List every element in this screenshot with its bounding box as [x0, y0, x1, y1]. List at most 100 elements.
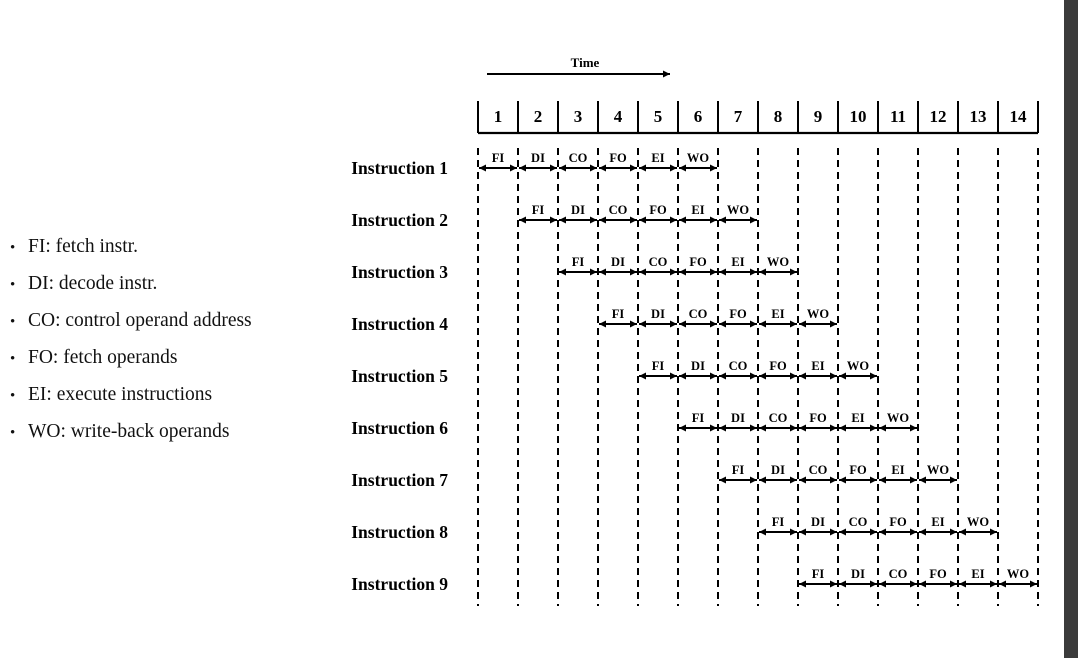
- stage-label: FO: [809, 411, 827, 425]
- stage-label: EI: [651, 151, 664, 165]
- legend-item-label: EI: execute instructions: [28, 384, 213, 405]
- time-slot-label: 4: [614, 107, 623, 126]
- legend-item-label: DI: decode instr.: [28, 273, 158, 294]
- stage-label: FI: [732, 463, 745, 477]
- time-slot-label: 14: [1010, 107, 1028, 126]
- stage-label: FO: [729, 307, 747, 321]
- time-slot-label: 9: [814, 107, 823, 126]
- instruction-label: Instruction 5: [351, 366, 448, 386]
- stage-label: FO: [609, 151, 627, 165]
- stage-label: WO: [927, 463, 950, 477]
- instruction-rows: Instruction 1 FI DI CO FO EI WO Instruction 2 FI…: [351, 151, 1037, 594]
- stage-label: WO: [967, 515, 990, 529]
- instruction-label: Instruction 1: [351, 158, 448, 178]
- time-slot-label: 10: [850, 107, 867, 126]
- legend-item: •EI: execute instructions: [10, 384, 213, 405]
- legend-item-label: WO: write-back operands: [28, 421, 230, 442]
- stage-label: CO: [769, 411, 788, 425]
- stage-label: CO: [569, 151, 588, 165]
- time-axis-indicator: Time: [487, 55, 670, 78]
- stage-label: CO: [649, 255, 668, 269]
- time-slot-label: 12: [930, 107, 947, 126]
- stage-label: FI: [652, 359, 665, 373]
- stage-label: CO: [889, 567, 908, 581]
- stage-label: DI: [531, 151, 545, 165]
- stage-label: FI: [492, 151, 505, 165]
- legend-item: •CO: control operand address: [10, 310, 252, 331]
- instruction-label: Instruction 3: [351, 262, 448, 282]
- stage-label: DI: [851, 567, 865, 581]
- time-slot-label: 2: [534, 107, 543, 126]
- stage-label: FI: [612, 307, 625, 321]
- stage-label: DI: [731, 411, 745, 425]
- stage-legend: •FI: fetch instr. •DI: decode instr. •CO…: [10, 229, 252, 451]
- legend-item: •FO: fetch operands: [10, 347, 178, 368]
- stage-label: FO: [849, 463, 867, 477]
- stage-label: CO: [809, 463, 828, 477]
- time-slot-label: 6: [694, 107, 703, 126]
- stage-label: WO: [687, 151, 710, 165]
- stage-label: EI: [731, 255, 744, 269]
- time-label: Time: [571, 55, 600, 70]
- stage-label: DI: [611, 255, 625, 269]
- instruction-row: Instruction 4 FI DI CO FO EI WO: [351, 307, 837, 334]
- stage-label: CO: [729, 359, 748, 373]
- stage-label: EI: [691, 203, 704, 217]
- stage-label: WO: [807, 307, 830, 321]
- instruction-row: Instruction 3 FI DI CO FO EI WO: [351, 255, 797, 282]
- stage-label: FI: [692, 411, 705, 425]
- stage-label: DI: [811, 515, 825, 529]
- legend-item-label: CO: control operand address: [28, 310, 252, 331]
- time-slot-label: 8: [774, 107, 783, 126]
- time-slot-label: 3: [574, 107, 583, 126]
- stage-label: FO: [889, 515, 907, 529]
- stage-label: EI: [771, 307, 784, 321]
- legend-item: •FI: fetch instr.: [10, 236, 138, 257]
- stage-label: EI: [971, 567, 984, 581]
- stage-label: FO: [769, 359, 787, 373]
- stage-label: CO: [609, 203, 628, 217]
- legend-item: •WO: write-back operands: [10, 421, 230, 442]
- stage-label: WO: [887, 411, 910, 425]
- scrollbar[interactable]: [1064, 0, 1078, 658]
- stage-label: DI: [571, 203, 585, 217]
- stage-label: EI: [891, 463, 904, 477]
- stage-label: FO: [649, 203, 667, 217]
- stage-label: WO: [847, 359, 870, 373]
- instruction-row: Instruction 9 FI DI CO FO EI WO: [351, 567, 1037, 594]
- time-slot-label: 5: [654, 107, 663, 126]
- time-slot-label: 13: [970, 107, 987, 126]
- stage-label: EI: [811, 359, 824, 373]
- stage-label: DI: [691, 359, 705, 373]
- time-slot-label: 7: [734, 107, 743, 126]
- instruction-row: Instruction 6 FI DI CO FO EI WO: [351, 411, 917, 438]
- stage-label: FO: [929, 567, 947, 581]
- instruction-row: Instruction 5 FI DI CO FO EI WO: [351, 359, 877, 386]
- stage-label: WO: [767, 255, 790, 269]
- instruction-label: Instruction 6: [351, 418, 448, 438]
- stage-label: FI: [572, 255, 585, 269]
- stage-label: EI: [851, 411, 864, 425]
- instruction-label: Instruction 9: [351, 574, 448, 594]
- stage-label: WO: [1007, 567, 1030, 581]
- legend-item: •DI: decode instr.: [10, 273, 158, 294]
- stage-label: CO: [849, 515, 868, 529]
- instruction-label: Instruction 4: [351, 314, 448, 334]
- stage-label: WO: [727, 203, 750, 217]
- stage-label: FO: [689, 255, 707, 269]
- stage-label: CO: [689, 307, 708, 321]
- stage-label: FI: [812, 567, 825, 581]
- time-slot-label: 1: [494, 107, 503, 126]
- instruction-row: Instruction 1 FI DI CO FO EI WO: [351, 151, 717, 178]
- instruction-label: Instruction 2: [351, 210, 448, 230]
- legend-item-label: FO: fetch operands: [28, 347, 178, 368]
- legend-item-label: FI: fetch instr.: [28, 236, 138, 257]
- stage-label: DI: [651, 307, 665, 321]
- instruction-label: Instruction 8: [351, 522, 448, 542]
- stage-label: DI: [771, 463, 785, 477]
